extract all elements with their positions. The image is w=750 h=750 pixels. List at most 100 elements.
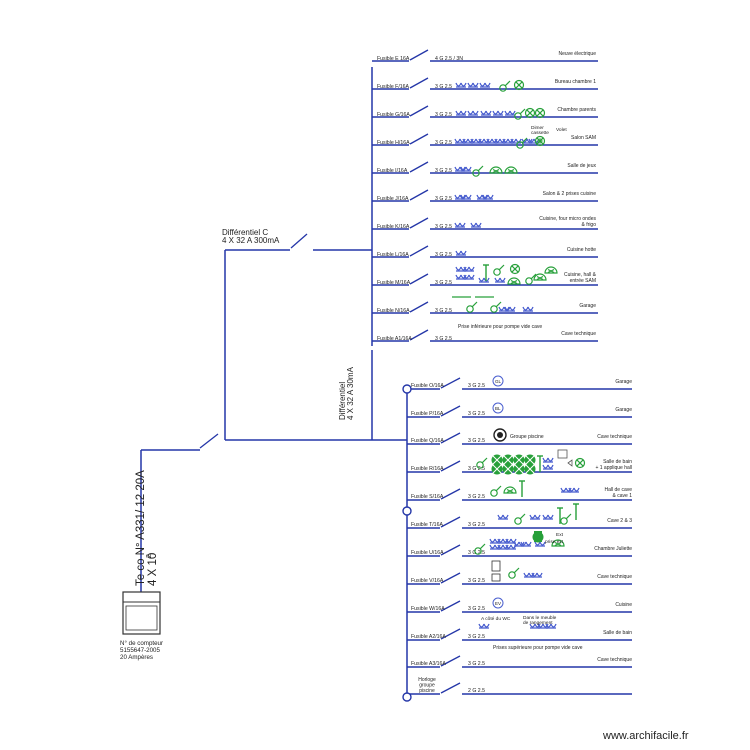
socket-icon (531, 572, 543, 578)
breaker-contact (409, 273, 429, 285)
circuit-name: Cuisine (615, 602, 632, 608)
switch-icon (516, 137, 528, 149)
socket-icon (463, 274, 475, 280)
wall-light-icon (504, 166, 518, 174)
fuse-label: Fusible U/16A (411, 550, 444, 556)
circuit-name: + 1 applique hall (595, 465, 632, 471)
cabinet-note: Dans le meuble (523, 615, 557, 621)
circuit-name: Salle de bain (603, 459, 632, 465)
light-point-icon (509, 263, 521, 275)
socket-icon (467, 110, 479, 116)
breaker-contact (409, 217, 429, 229)
switch-icon (514, 513, 526, 525)
fuse-label: Fusible A2/16A (411, 634, 446, 640)
circuit-name: Chambre Juliette (594, 546, 632, 552)
prise-inferieure-note: Prise inférieure pour pompe vide cave (458, 324, 542, 330)
switch-icon (466, 301, 478, 313)
circuit-name: Cuisine hotte (567, 247, 596, 253)
switch-icon (472, 165, 484, 177)
bus-terminal (402, 506, 412, 516)
circuit-name: Salon & 2 prises cuisine (543, 191, 597, 197)
fuse-label: Fusible E 16A (377, 56, 410, 62)
fuse-label: Fusible L/16A (377, 252, 409, 258)
breaker-contact (440, 405, 461, 417)
ext-note: Ext (556, 532, 564, 538)
light-point-icon (574, 457, 586, 469)
socket-icon (482, 194, 494, 200)
spot-light-icon (524, 463, 536, 475)
circuit-name: Cuisine, hall & (564, 272, 597, 278)
socket-icon (467, 82, 479, 88)
circuit-name: entrée SAM (570, 278, 596, 284)
light-point-icon (524, 107, 536, 119)
socket-icon (455, 110, 467, 116)
socket-icon (470, 222, 482, 228)
socket-icon (478, 277, 490, 283)
fuse-label: Fusible S/16A (411, 494, 444, 500)
switch-icon (490, 301, 502, 313)
junction-box-mark: BL (495, 406, 501, 411)
switch-icon (474, 543, 486, 555)
cable-label: 3 G 2.5 (435, 308, 452, 314)
cable-label: 3 G 2.5 (435, 168, 452, 174)
circuit-name: Salon SAM (571, 135, 596, 141)
diff-c-contact (290, 233, 308, 249)
breaker-contact (409, 77, 429, 89)
tube-light-icon (573, 503, 579, 520)
cable-label: 3 G 2.5 (435, 224, 452, 230)
breaker-contact (409, 133, 429, 145)
circuit-name: Salle de jeux (567, 163, 596, 169)
switch-icon (508, 567, 520, 579)
breaker-contact (440, 460, 461, 472)
fuse-label: Fusible A1/16A (377, 336, 412, 342)
socket-icon (492, 110, 504, 116)
tube-light-icon (557, 507, 563, 524)
wall-light-icon (551, 539, 565, 547)
fuse-label: Fusible V/16A (411, 578, 444, 584)
spot-light-icon (491, 463, 503, 475)
meter-info-line: 5155647-2005 (120, 647, 160, 654)
fuse-label: Fusible H/16A (377, 140, 410, 146)
breaker-contact (409, 301, 429, 313)
fuse-label: Fusible F/16A (377, 84, 410, 90)
circuit-name: Cave technique (597, 657, 632, 663)
circuit-name: Garage (579, 303, 596, 309)
switch-contact (199, 433, 219, 449)
breaker-contact (440, 682, 461, 694)
breaker-contact (440, 544, 461, 556)
spot-light-icon (502, 454, 514, 466)
bus-terminal (402, 384, 412, 394)
wc-note: A côté du WC (481, 616, 511, 622)
breaker-contact (440, 572, 461, 584)
cable-label: 3 G 2.5 (468, 494, 485, 500)
cable-label: 3 G 2.5 (468, 411, 485, 417)
cable-label: 3 G 2.5 (468, 383, 485, 389)
switch-icon (476, 457, 488, 469)
fuse-label: Fusible J/16A (377, 196, 409, 202)
fuse-label: Fusible M/16A (377, 280, 411, 286)
diff-30ma-rating: 4 X 32 A 30mA (346, 366, 355, 420)
socket-icon (542, 514, 554, 520)
volet-note: Volet (556, 127, 567, 133)
outdoor-light-icon (534, 531, 542, 542)
cable-label: 3 G 2.5 (468, 661, 485, 667)
wall-light-icon (533, 273, 547, 281)
meter-title-superscript: 2 (146, 554, 153, 558)
switch-icon (493, 264, 505, 276)
spot-light-icon (491, 454, 503, 466)
cable-label: 3 G 2.5 (435, 336, 452, 342)
